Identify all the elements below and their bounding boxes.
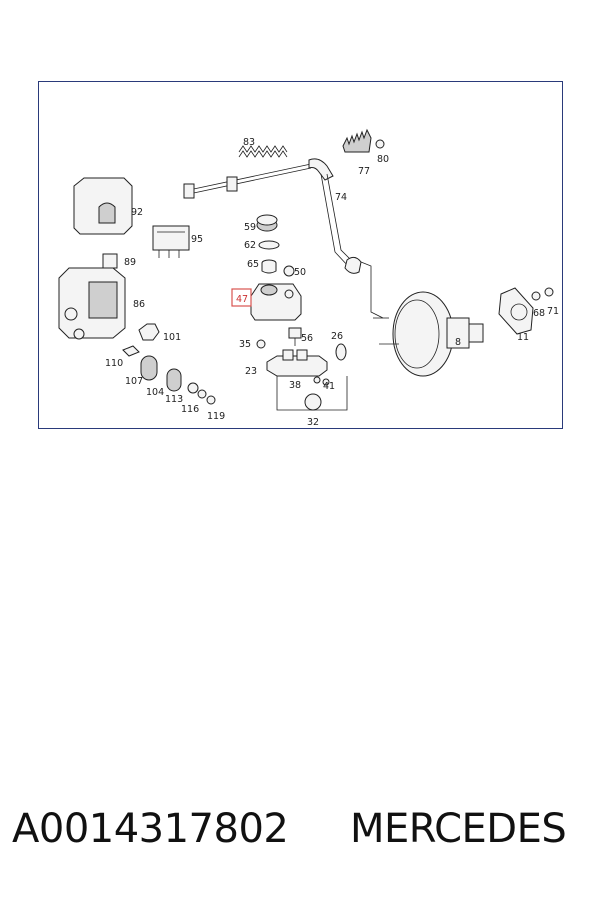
callout-41[interactable]: 41 xyxy=(323,381,335,392)
callout-8[interactable]: 8 xyxy=(455,337,461,348)
callout-62[interactable]: 62 xyxy=(244,240,256,251)
linkage-rod xyxy=(183,158,384,319)
callout-86[interactable]: 86 xyxy=(133,299,145,310)
callout-56[interactable]: 56 xyxy=(301,333,313,344)
callout-47-highlighted[interactable]: 47 xyxy=(236,294,248,305)
connector-block xyxy=(102,253,118,269)
sensor-part xyxy=(138,323,302,346)
brake-fluid-reservoir xyxy=(250,283,302,321)
exploded-view-drawing: 83 80 77 74 92 95 59 62 65 50 89 86 47 1… xyxy=(58,128,559,428)
callout-116[interactable]: 116 xyxy=(181,404,199,415)
callout-92[interactable]: 92 xyxy=(131,207,143,218)
callout-38[interactable]: 38 xyxy=(289,380,301,391)
callout-35[interactable]: 35 xyxy=(239,339,251,350)
callout-110[interactable]: 110 xyxy=(105,358,123,369)
callout-83[interactable]: 83 xyxy=(243,137,255,148)
small-fittings xyxy=(122,345,216,405)
callout-107[interactable]: 107 xyxy=(125,376,143,387)
callout-113[interactable]: 113 xyxy=(165,394,183,405)
callout-80[interactable]: 80 xyxy=(377,154,389,165)
brake-booster xyxy=(373,291,484,377)
product-footer: A0014317802 MERCEDES xyxy=(0,800,600,860)
callout-77[interactable]: 77 xyxy=(358,166,370,177)
boot-part xyxy=(342,128,385,153)
parts-diagram: 83 80 77 74 92 95 59 62 65 50 89 86 47 1… xyxy=(38,81,563,429)
callout-104[interactable]: 104 xyxy=(146,387,164,398)
callout-95[interactable]: 95 xyxy=(191,234,203,245)
callout-68[interactable]: 68 xyxy=(533,308,545,319)
relay-cover xyxy=(73,177,133,235)
callout-59[interactable]: 59 xyxy=(244,222,256,233)
callout-11[interactable]: 11 xyxy=(517,332,529,343)
master-cylinder xyxy=(256,339,348,411)
highlight-box-47 xyxy=(231,288,252,307)
callout-101[interactable]: 101 xyxy=(163,332,181,343)
callout-74[interactable]: 74 xyxy=(335,192,347,203)
callout-26[interactable]: 26 xyxy=(331,331,343,342)
relay-module xyxy=(152,225,190,258)
brand-name: MERCEDES xyxy=(350,806,567,852)
callout-89[interactable]: 89 xyxy=(124,257,136,268)
part-number: A0014317802 xyxy=(12,806,289,852)
spring-part xyxy=(238,145,288,158)
callout-23[interactable]: 23 xyxy=(245,366,257,377)
hydraulic-unit xyxy=(58,267,126,340)
callout-65[interactable]: 65 xyxy=(247,259,259,270)
callout-71[interactable]: 71 xyxy=(547,306,559,317)
callout-50[interactable]: 50 xyxy=(294,267,306,278)
callout-119[interactable]: 119 xyxy=(207,411,225,422)
mounting-flange xyxy=(498,287,554,335)
reservoir-cap xyxy=(256,214,295,277)
callout-32[interactable]: 32 xyxy=(307,417,319,428)
